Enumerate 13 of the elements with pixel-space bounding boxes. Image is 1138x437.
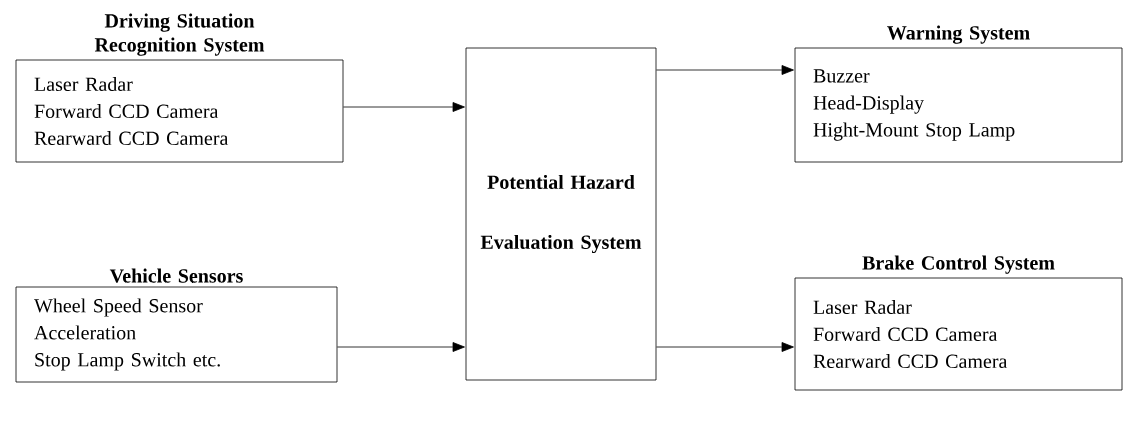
arrow [656, 342, 794, 352]
text-box: Laser Radar Forward CCD Camera Rearward CCD Camera [794, 277, 1123, 391]
arrow [656, 65, 794, 75]
box-heading: Driving Situation Recognition System [94, 13, 265, 56]
text-box: Wheel Speed Sensor Acceleration Stop Lamp Switch etc. [15, 286, 338, 383]
box-heading: Vehicle Sensors [109, 268, 243, 283]
box-heading: Brake Control System [862, 255, 1055, 274]
text-box: Laser Radar Forward CCD Camera Rearward CCD Camera [15, 59, 344, 163]
arrow [343, 102, 465, 112]
box-heading: Warning System [887, 25, 1030, 44]
arrow [337, 342, 465, 352]
process-box: Potential Hazard Evaluation System [465, 47, 657, 381]
text-box: Buzzer Head-Display Hight-Mount Stop Lamp [794, 47, 1123, 163]
